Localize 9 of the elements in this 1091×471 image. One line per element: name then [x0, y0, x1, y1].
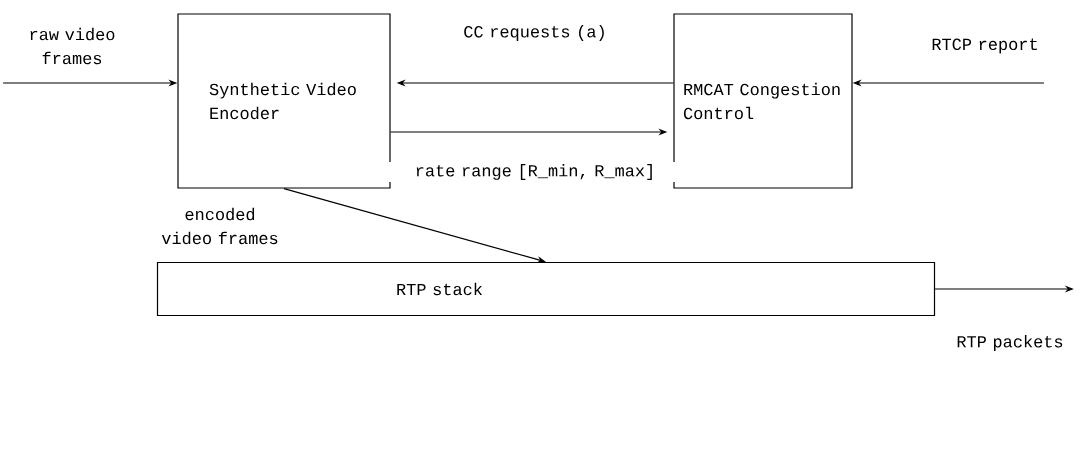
edge-label: CC requests (a)	[464, 25, 604, 41]
process-box: RTP stack	[156, 261, 936, 317]
text-label: RTCP report	[932, 38, 1037, 54]
process-box: RMCAT Congestion Control	[673, 13, 853, 189]
process-box: Synthetic Video Encoder	[177, 13, 391, 189]
edge-label: rate range [R_min, R_max]	[416, 164, 652, 180]
text-label: RTP packets	[957, 335, 1063, 351]
edge-label: encoded video frames	[161, 207, 278, 245]
text-label: raw video frames	[30, 27, 115, 65]
